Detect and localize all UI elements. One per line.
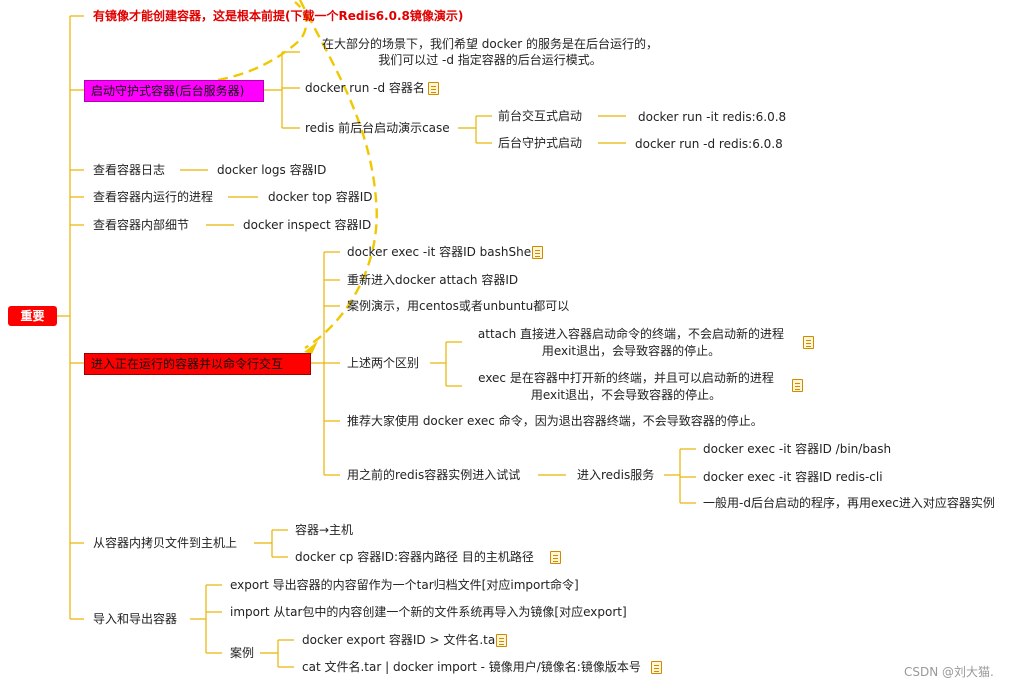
bg-label[interactable]: 后台守护式启动 (498, 136, 583, 150)
daemon-cmd[interactable]: docker run -d 容器名 (305, 81, 425, 95)
top-cmd[interactable]: docker top 容器ID (268, 190, 373, 204)
export-case1[interactable]: docker export 容器ID > 文件名.tar (302, 633, 501, 647)
attach-node[interactable]: 重新进入docker attach 容器ID (347, 273, 519, 287)
daemon-node[interactable]: 启动守护式容器(后台服务器) (84, 80, 264, 102)
note-icon[interactable] (532, 246, 543, 259)
logs-cmd[interactable]: docker logs 容器ID (217, 163, 327, 177)
note-icon[interactable] (550, 551, 561, 564)
fg-cmd[interactable]: docker run -it redis:6.0.8 (638, 110, 787, 124)
export-node[interactable]: 导入和导出容器 (93, 612, 178, 626)
inspect-cmd[interactable]: docker inspect 容器ID (243, 218, 372, 232)
exec-diff-line2[interactable]: 用exit退出，不会导致容器的停止。 (530, 388, 722, 402)
note-icon[interactable] (792, 379, 803, 392)
copy-child1[interactable]: 容器→主机 (295, 523, 354, 537)
note-icon[interactable] (428, 82, 439, 95)
logs-node[interactable]: 查看容器日志 (93, 163, 166, 177)
case-node[interactable]: 案例演示，用centos或者unbuntu都可以 (347, 299, 570, 313)
redis-case-node[interactable]: redis 前后台启动演示case (305, 121, 450, 135)
note-icon[interactable] (803, 336, 814, 349)
copy-node[interactable]: 从容器内拷贝文件到主机上 (93, 536, 238, 550)
export-case2[interactable]: cat 文件名.tar | docker import - 镜像用户/镜像名:镜… (302, 660, 641, 674)
recommend-node[interactable]: 推荐大家使用 docker exec 命令，因为退出容器终端，不会导致容器的停止… (347, 414, 763, 428)
note-icon[interactable] (651, 661, 662, 674)
watermark: CSDN @刘大猫. (904, 665, 994, 679)
exec-cmd[interactable]: docker exec -it 容器ID bashShell (347, 245, 538, 259)
bg-cmd[interactable]: docker run -d redis:6.0.8 (635, 137, 783, 151)
inspect-node[interactable]: 查看容器内部细节 (93, 218, 190, 232)
root-node[interactable]: 重要 (8, 306, 57, 326)
window-edge-bracket (0, 8, 5, 30)
diff-node[interactable]: 上述两个区别 (347, 356, 420, 370)
daemon-desc-line1: 在大部分的场景下，我们希望 docker 的服务是在后台运行的， (321, 37, 659, 51)
redis-note[interactable]: 一般用-d后台启动的程序，再用exec进入对应容器实例 (703, 496, 995, 510)
redis-bash-cmd[interactable]: docker exec -it 容器ID /bin/bash (703, 442, 892, 456)
redis-service-node[interactable]: 进入redis服务 (577, 468, 655, 482)
copy-child2[interactable]: docker cp 容器ID:容器内路径 目的主机路径 (295, 550, 534, 564)
attach-diff-line1[interactable]: attach 直接进入容器启动命令的终端，不会启动新的进程 (477, 327, 785, 341)
daemon-desc-line2: 我们可以过 -d 指定容器的后台运行模式。 (378, 53, 602, 67)
attach-diff-line2[interactable]: 用exit退出，会导致容器的停止。 (541, 344, 721, 358)
exec-diff-line1[interactable]: exec 是在容器中打开新的终端，并且可以启动新的进程 (478, 371, 774, 385)
headline-node[interactable]: 有镜像才能创建容器，这是根本前提(下载一个Redis6.0.8镜像演示) (93, 9, 464, 23)
import-desc[interactable]: import 从tar包中的内容创建一个新的文件系统再导入为镜像[对应expor… (230, 605, 627, 619)
redis-try-node[interactable]: 用之前的redis容器实例进入试试 (347, 468, 521, 482)
enter-node[interactable]: 进入正在运行的容器并以命令行交互 (84, 353, 311, 375)
export-desc[interactable]: export 导出容器的内容留作为一个tar归档文件[对应import命令] (230, 578, 579, 592)
export-case-node[interactable]: 案例 (230, 646, 255, 660)
fg-label[interactable]: 前台交互式启动 (498, 109, 583, 123)
note-icon[interactable] (496, 634, 507, 647)
top-node[interactable]: 查看容器内运行的进程 (93, 190, 214, 204)
redis-cli-cmd[interactable]: docker exec -it 容器ID redis-cli (703, 470, 883, 484)
